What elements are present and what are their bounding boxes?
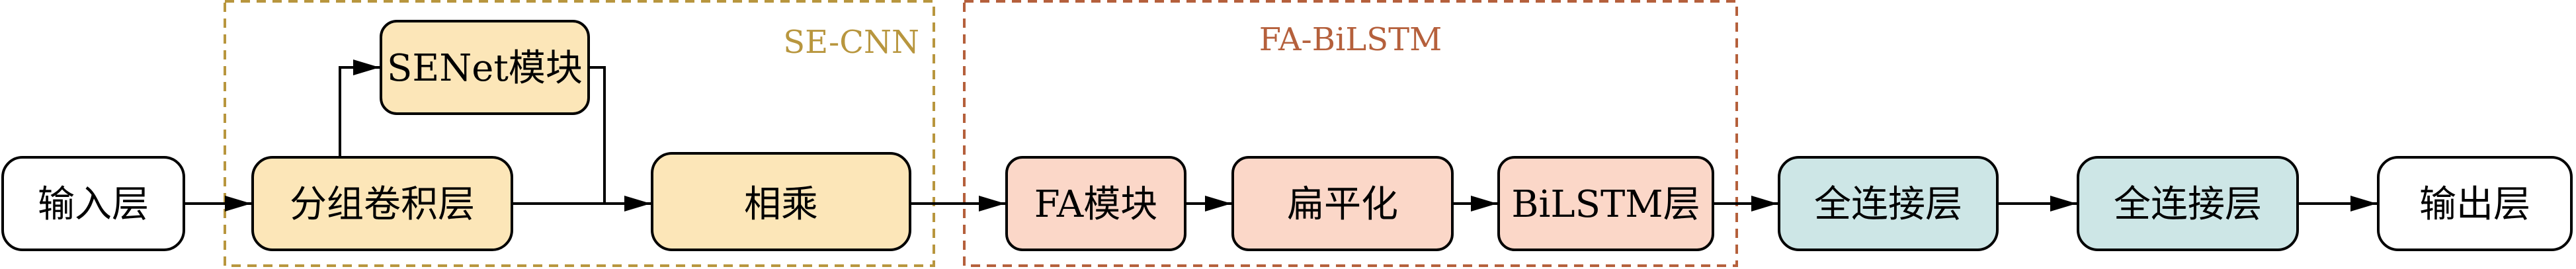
node-label-group-conv: 分组卷积层 [290, 183, 475, 226]
node-fc1: 全连接层 [1778, 156, 1999, 251]
node-label-bilstm: BiLSTM层 [1511, 183, 1700, 226]
group-fa-bilstm: FA-BiLSTM [963, 0, 1738, 267]
node-fa-module: FA模块 [1005, 156, 1186, 251]
node-fc2: 全连接层 [2077, 156, 2299, 251]
node-label-fa-module: FA模块 [1034, 183, 1157, 226]
line-senet-to-multiply [589, 66, 606, 204]
node-input: 输入层 [1, 156, 185, 251]
node-label-output: 输出层 [2419, 183, 2530, 226]
node-label-flatten: 扁平化 [1287, 183, 1398, 226]
group-label-se-cnn: SE-CNN [783, 24, 919, 61]
node-output: 输出层 [2377, 156, 2573, 251]
node-senet: SENet模块 [380, 20, 590, 115]
arrow-group-conv-to-senet [339, 59, 380, 157]
node-label-fc1: 全连接层 [1814, 183, 1962, 226]
node-bilstm: BiLSTM层 [1497, 156, 1714, 251]
node-flatten: 扁平化 [1231, 156, 1454, 251]
connectors [184, 59, 2377, 211]
node-label-multiply: 相乘 [744, 183, 818, 226]
group-se-cnn: SE-CNN [224, 0, 935, 267]
node-multiply: 相乘 [651, 152, 911, 251]
node-label-fc2: 全连接层 [2114, 183, 2262, 226]
node-group-conv: 分组卷积层 [251, 156, 513, 251]
node-label-senet: SENet模块 [387, 47, 583, 90]
group-label-fa-bilstm: FA-BiLSTM [1259, 21, 1442, 58]
node-label-input: 输入层 [38, 183, 149, 226]
